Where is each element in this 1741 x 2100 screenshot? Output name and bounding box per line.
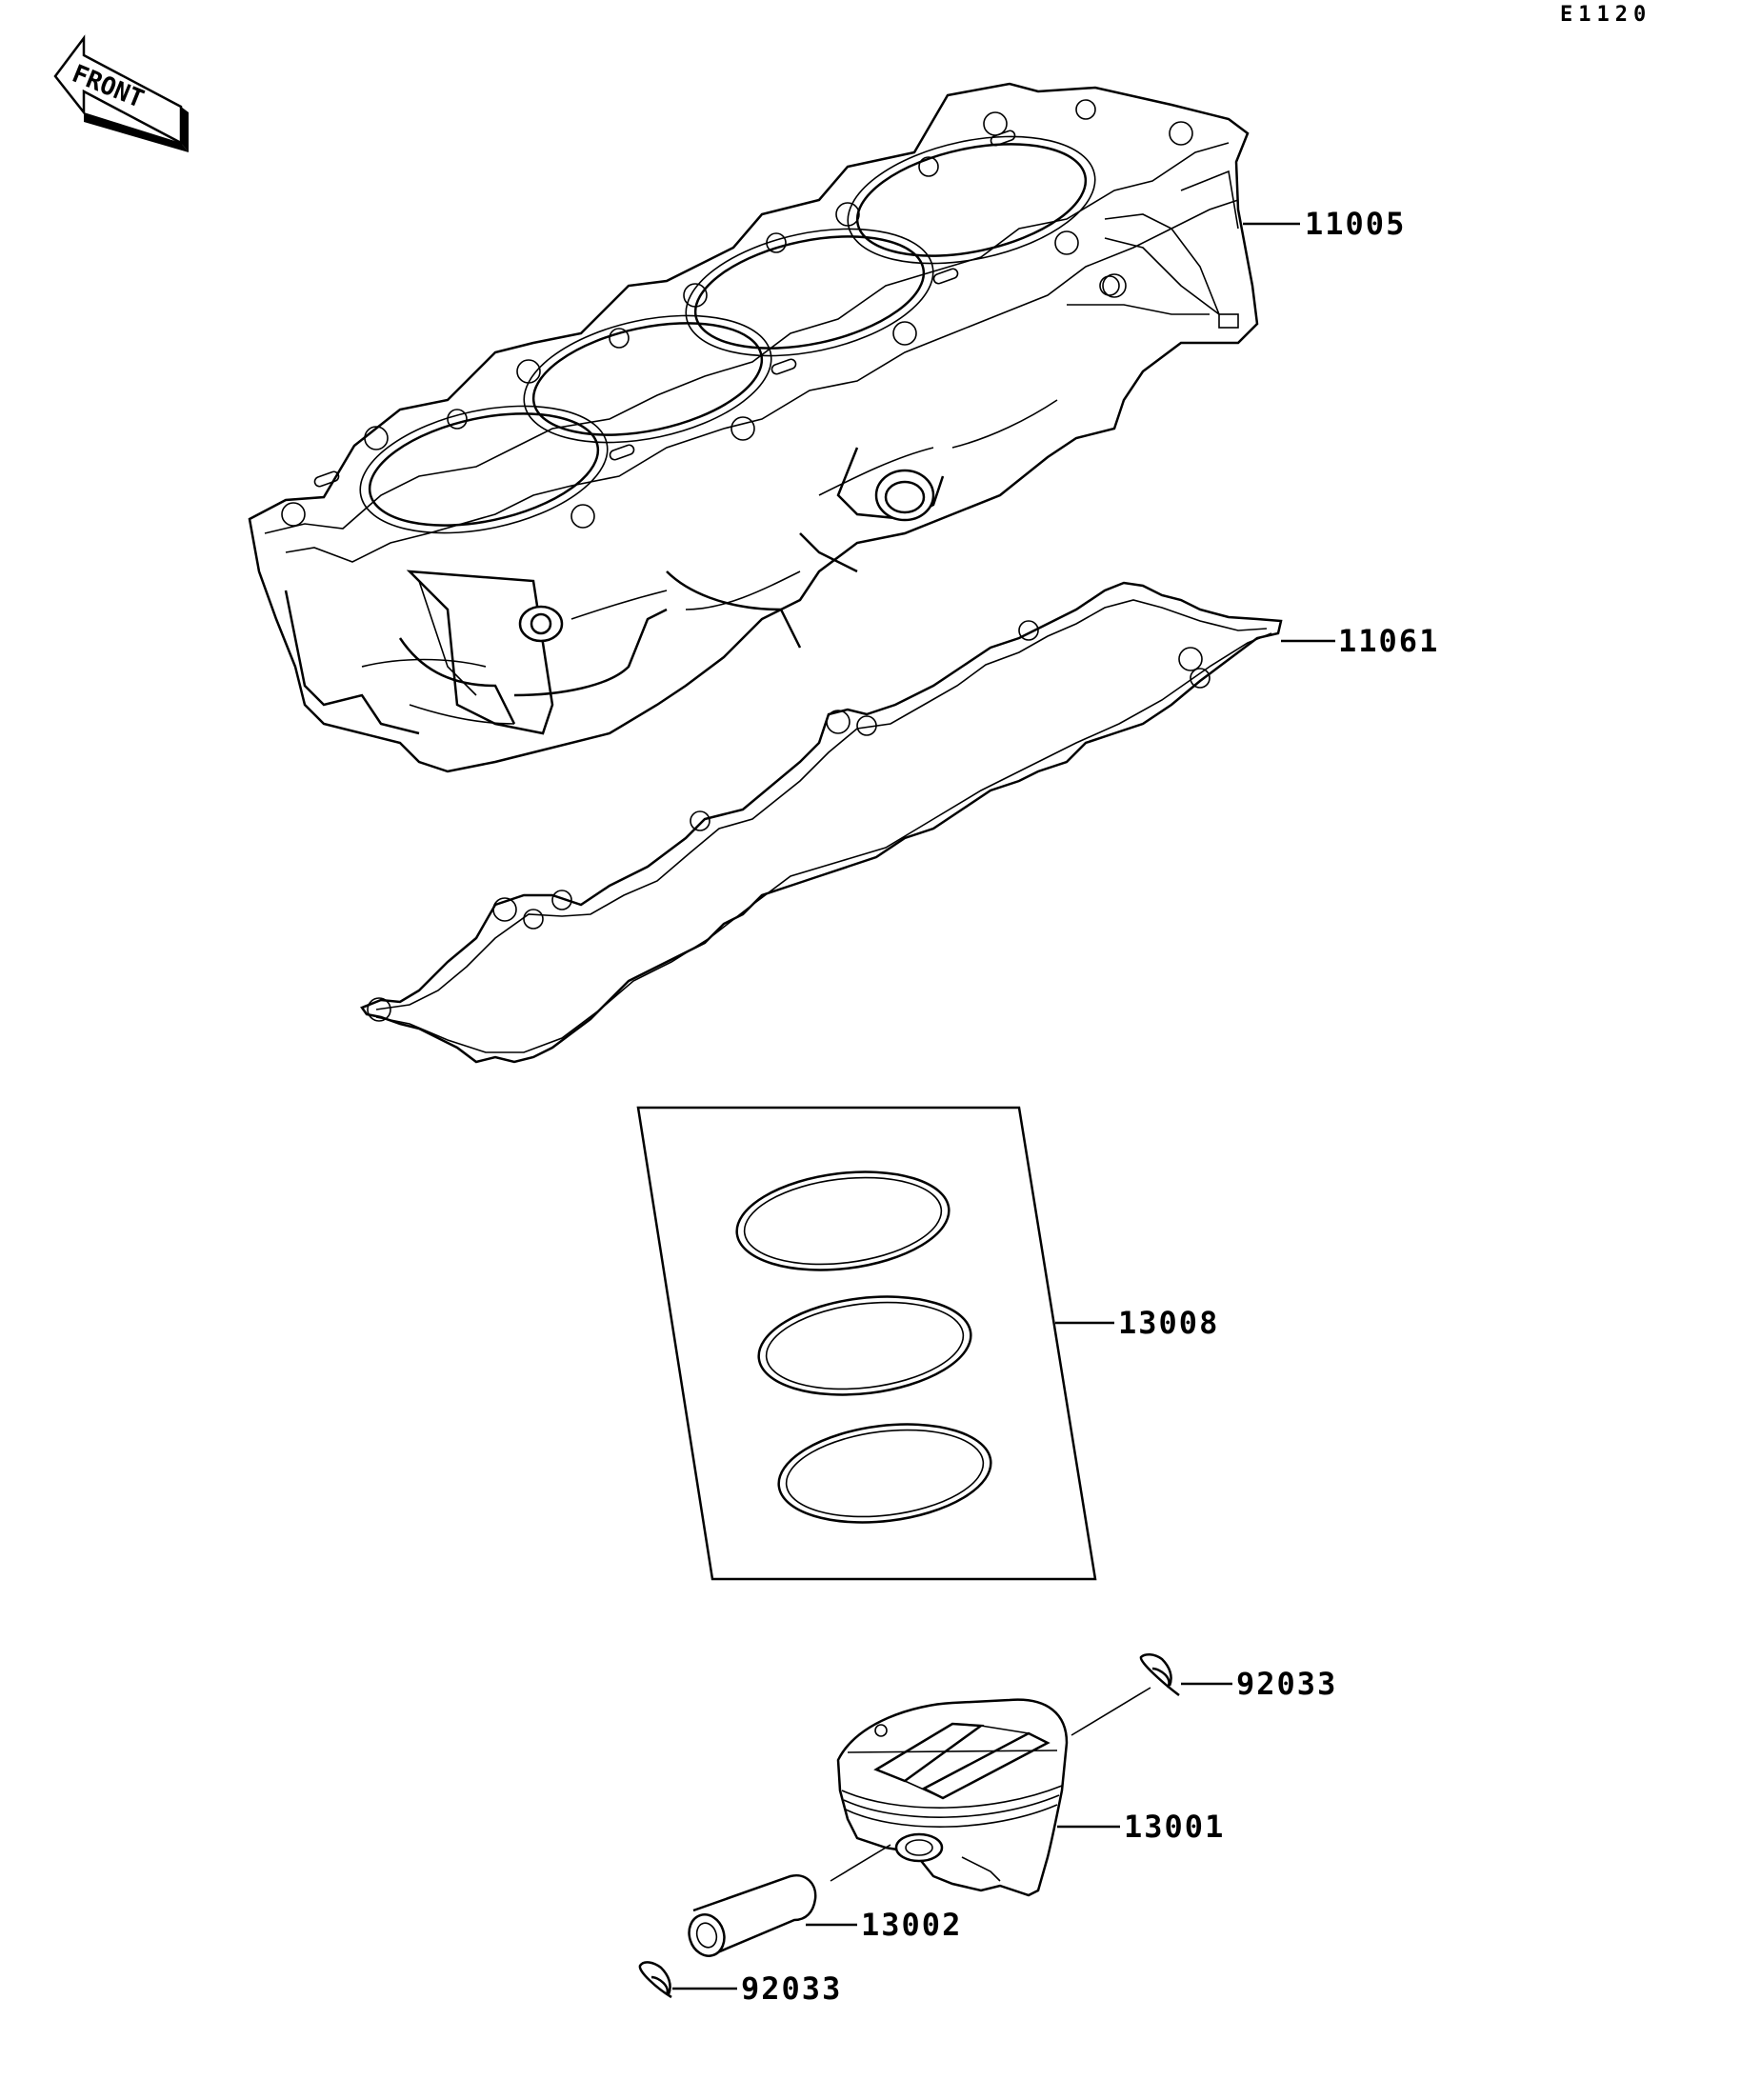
piston-ring-set — [636, 1106, 1097, 1581]
piston — [836, 1698, 1069, 1897]
cylinder-block — [248, 82, 1259, 773]
part-number-gasket: 11061 — [1338, 623, 1439, 659]
piston-pin — [688, 1873, 817, 1958]
snap-ring-lower — [638, 1961, 672, 1999]
snap-ring-upper — [1139, 1653, 1180, 1696]
base-gasket — [360, 581, 1283, 1064]
part-number-piston-pin: 13002 — [861, 1907, 962, 1943]
front-arrow-icon: FRONT — [53, 34, 189, 152]
part-number-snap-ring-upper: 92033 — [1236, 1666, 1337, 1702]
part-number-piston: 13001 — [1124, 1809, 1225, 1845]
part-number-cylinder: 11005 — [1305, 206, 1406, 242]
assembly-line-middle — [830, 1844, 891, 1882]
diagram-code: E1120 — [1560, 3, 1651, 27]
part-number-ring-set: 13008 — [1118, 1305, 1219, 1341]
assembly-line-upper — [1071, 1687, 1151, 1736]
part-number-snap-ring-lower: 92033 — [741, 1970, 842, 2007]
